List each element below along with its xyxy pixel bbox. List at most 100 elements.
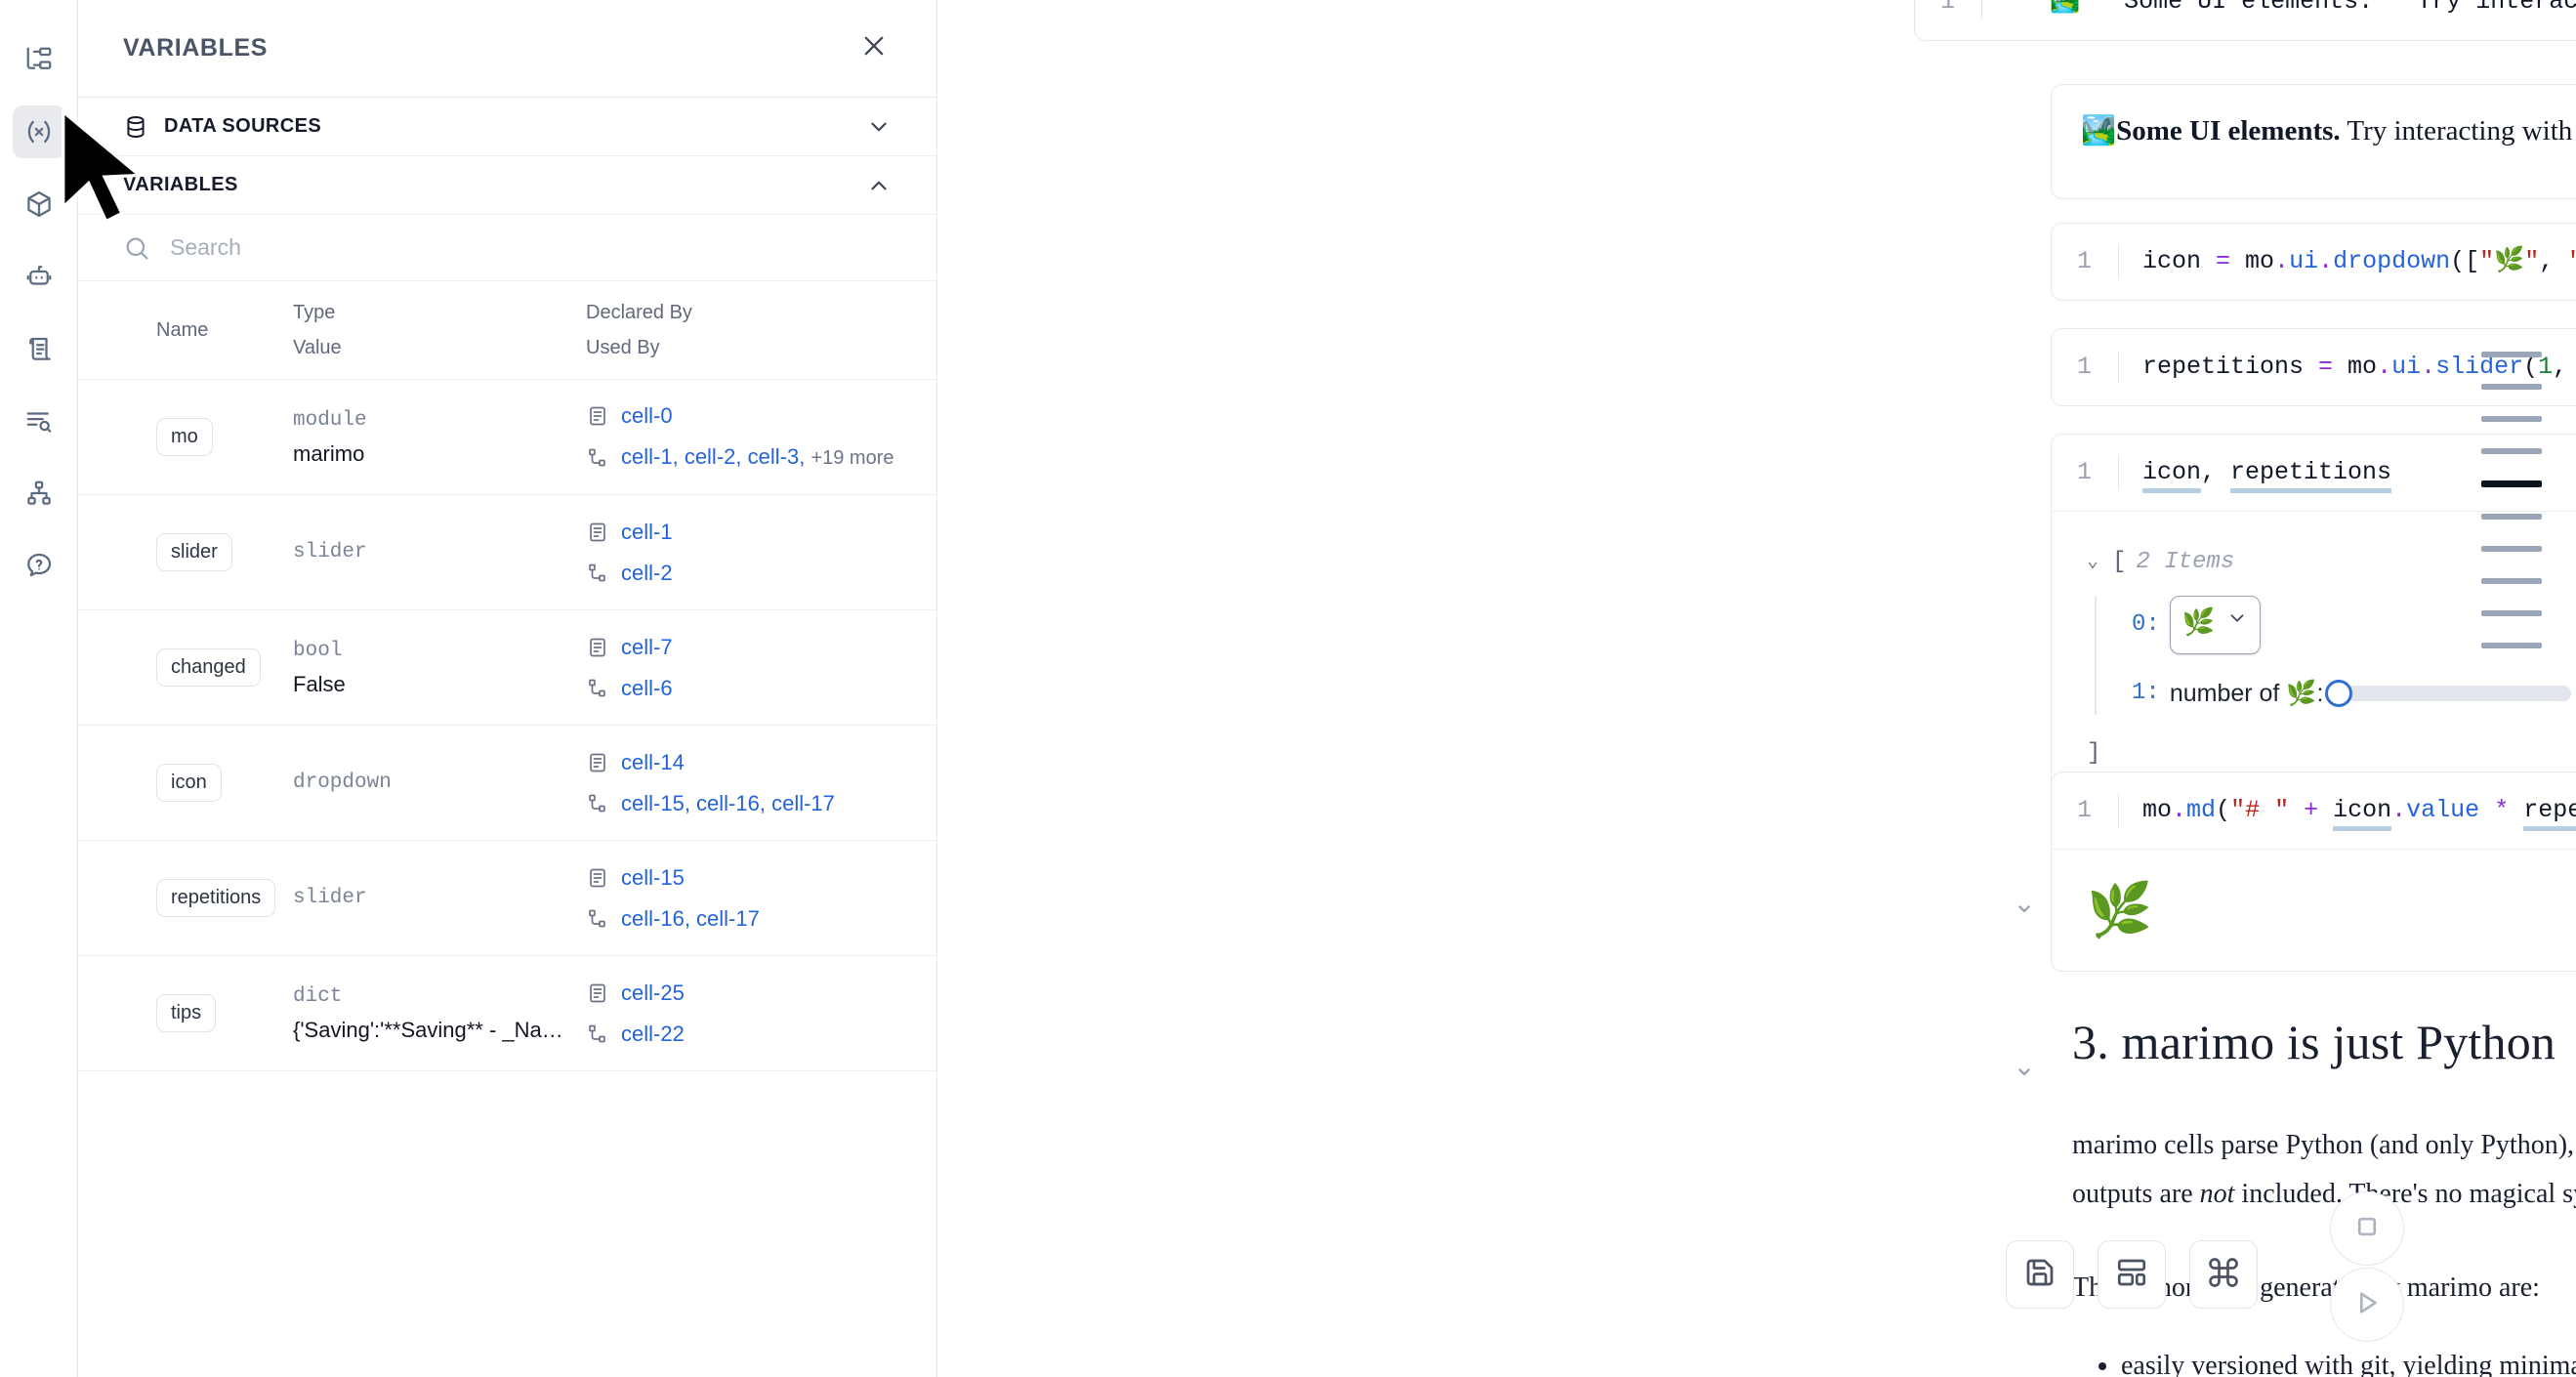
minimap-dash[interactable] (2481, 352, 2542, 357)
table-row[interactable]: slider slider cell-1 cell-2 (78, 495, 936, 610)
notebook-cell-md-render[interactable]: 1 mo.md("# " + icon.value * repetitions.… (2051, 772, 2576, 972)
cell-link[interactable]: cell-17 (696, 905, 760, 931)
minimap-dash[interactable] (2481, 643, 2542, 648)
cell-link[interactable]: cell-3 (747, 444, 800, 469)
cell-link[interactable]: cell-2 (684, 444, 736, 469)
cell-source-line[interactable]: 1 """🏞️ **Some UI elements.** Try intera… (1915, 0, 2576, 40)
slider-widget[interactable]: number of 🌿: (2170, 672, 2572, 715)
cell-link[interactable]: cell-2 (621, 560, 673, 585)
json-root-row[interactable]: ⌄ [ 2 Items (2087, 541, 2576, 584)
cell-link[interactable]: cell-15 (621, 864, 685, 890)
notebook-minimap[interactable] (2463, 352, 2560, 675)
used-by-icon (586, 446, 609, 470)
minimap-dash[interactable] (2481, 416, 2542, 422)
minimap-dash[interactable] (2481, 546, 2542, 552)
sidebar-item-dependency-graph[interactable] (13, 467, 65, 520)
notebook-cell-icon-dropdown[interactable]: 1 icon = mo.ui.dropdown(["🌿", "🏞️", "✨"]… (2051, 223, 2576, 301)
close-bracket: ] (2087, 740, 2101, 767)
cell-link[interactable]: cell-1 (621, 519, 673, 544)
command-palette-button[interactable] (2189, 1240, 2258, 1309)
variable-type: slider (293, 540, 367, 563)
declared-by-icon (586, 751, 609, 774)
cell-source-line[interactable]: 1 icon = mo.ui.dropdown(["🌿", "🏞️", "✨"]… (2052, 224, 2576, 300)
sidebar-item-outline-search[interactable] (13, 395, 65, 447)
declared-by-line: cell-15 (586, 857, 925, 898)
layout-button[interactable] (2098, 1240, 2166, 1309)
section-fold-caret[interactable]: ⌄ (2013, 1051, 2036, 1081)
sidebar-item-variables[interactable] (12, 105, 65, 158)
chevron-down-icon[interactable]: ⌄ (2087, 551, 2099, 573)
md-heading-output: 🌿 (2087, 881, 2153, 939)
run-button[interactable] (2330, 1268, 2404, 1342)
cell-link[interactable]: cell-22 (621, 1021, 685, 1046)
cell-link[interactable]: cell-16 (696, 790, 760, 815)
sidebar-item-ai-assistant[interactable] (13, 250, 65, 303)
variable-name-chip[interactable]: repetitions (156, 879, 276, 917)
cell-link[interactable]: cell-14 (621, 749, 685, 774)
variable-type-value-cell: slider (293, 536, 586, 569)
list-item: easily versioned with git, yielding mini… (2121, 1342, 2576, 1377)
variable-name-chip[interactable]: changed (156, 648, 261, 687)
sidebar-item-documentation[interactable] (13, 322, 65, 375)
cell-link[interactable]: cell-25 (621, 980, 685, 1005)
declared-by-line: cell-14 (586, 742, 925, 783)
minimap-dash[interactable] (2481, 384, 2542, 390)
sidebar-item-help[interactable] (13, 539, 65, 592)
slider-track[interactable] (2325, 680, 2572, 707)
cell-link[interactable]: cell-15 (621, 790, 685, 815)
variable-name-chip[interactable]: tips (156, 994, 217, 1032)
notebook-cell-markdown-source[interactable]: 1 """🏞️ **Some UI elements.** Try intera… (1914, 0, 2576, 41)
search-input[interactable] (170, 234, 892, 261)
slider-thumb[interactable] (2325, 680, 2353, 707)
variable-name-chip[interactable]: icon (156, 764, 222, 802)
cell-link[interactable]: cell-17 (771, 790, 835, 815)
variable-name-cell: slider (156, 533, 293, 571)
minimap-dash[interactable] (2481, 578, 2542, 584)
minimap-dash[interactable] (2481, 480, 2542, 487)
sidebar-item-packages[interactable] (13, 178, 65, 230)
section-variables[interactable]: VARIABLES (78, 156, 936, 215)
column-header-declared-used: Declared By Used By (586, 295, 936, 365)
notebook-cell-tuple-output[interactable]: 1 icon, repetitions ⌄ [ 2 Items 0: (2051, 434, 2576, 806)
cell-link[interactable]: cell-1 (621, 444, 673, 469)
dropdown-widget[interactable]: 🌿 (2169, 596, 2262, 654)
cell-output: 🌿 (2052, 849, 2576, 971)
cell-link[interactable]: cell-7 (621, 634, 673, 659)
variable-value: marimo (293, 440, 365, 466)
variable-name-chip[interactable]: slider (156, 533, 232, 571)
sidebar-item-file-tree[interactable] (13, 33, 65, 86)
minimap-dash[interactable] (2481, 610, 2542, 616)
declared-by-icon (586, 636, 609, 659)
save-button[interactable] (2006, 1240, 2074, 1309)
variable-type-value-cell: slider (293, 882, 586, 915)
section-data-sources[interactable]: DATA SOURCES (78, 98, 936, 156)
cell-link[interactable]: cell-16 (621, 905, 685, 931)
open-bracket: [ (2112, 549, 2127, 575)
minimap-dash[interactable] (2481, 514, 2542, 520)
variable-name-chip[interactable]: mo (156, 418, 213, 456)
close-panel-button[interactable] (856, 31, 892, 66)
cell-source-line[interactable]: 1 repetitions = mo.ui.slider(1, 16, labe… (2052, 329, 2576, 405)
notebook-cell-markdown-output[interactable]: 🏞️Some UI elements. Try interacting with… (2051, 84, 2576, 199)
notebook-cell-repetitions-slider[interactable]: 1 repetitions = mo.ui.slider(1, 16, labe… (2051, 328, 2576, 406)
cell-fold-caret[interactable]: ⌄ (2013, 888, 2036, 918)
cell-link[interactable]: cell-6 (621, 675, 673, 700)
cell-source-line[interactable]: 1 mo.md("# " + icon.value * repetitions.… (2052, 772, 2576, 849)
minimap-dash[interactable] (2481, 448, 2542, 454)
stop-button[interactable] (2330, 1191, 2404, 1266)
robot-icon (24, 262, 54, 291)
variable-value: {'Saving':'**Saving** - _Na… (293, 1017, 563, 1042)
slider-label: number of 🌿: (2169, 680, 2324, 707)
cell-link[interactable]: cell-0 (621, 403, 673, 428)
cell-source-line[interactable]: 1 icon, repetitions (2052, 435, 2576, 511)
prose-bullet-list: easily versioned with git, yielding mini… (2121, 1342, 2576, 1377)
variable-refs-cell: cell-1 cell-2 (586, 512, 925, 594)
used-by-more-label[interactable]: +19 more (810, 447, 894, 469)
